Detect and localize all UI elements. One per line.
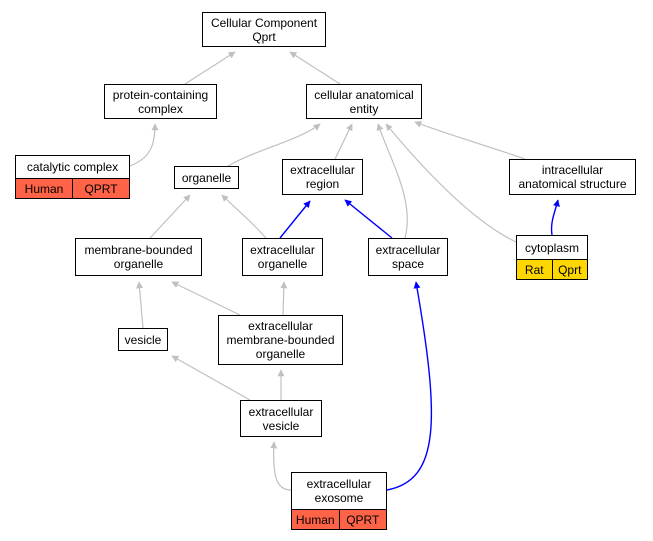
node-label: intracellular anatomical structure	[518, 163, 627, 191]
node-extracellular-space[interactable]: extracellular space	[368, 238, 448, 276]
node-protein-containing-complex[interactable]: protein-containing complex	[104, 84, 217, 119]
node-label: extracellular space	[375, 243, 441, 271]
species-tag: Human	[16, 179, 72, 198]
node-cellular-component[interactable]: Cellular Component Qprt	[202, 12, 326, 47]
edge-cellular-anatomical-entity-to-cellular-component	[289, 51, 341, 85]
node-label: organelle	[181, 170, 232, 185]
node-organelle[interactable]: organelle	[174, 166, 239, 189]
species-tag: Human	[292, 510, 339, 529]
node-extracellular-region[interactable]: extracellular region	[282, 159, 363, 195]
edge-cytoplasm-to-cellular-anatomical-entity	[385, 123, 517, 243]
gene-tag: Qprt	[551, 260, 587, 279]
node-intracellular-anatomical-structure[interactable]: intracellular anatomical structure	[509, 159, 636, 195]
node-membrane-bounded-organelle[interactable]: membrane-bounded organelle	[75, 238, 202, 276]
node-extracellular-membrane-bounded-organelle[interactable]: extracellular membrane-bounded organelle	[218, 315, 343, 365]
edge-extracellular-exosome-to-extracellular-vesicle	[270, 441, 292, 491]
edge-extracellular-exosome-to-extracellular-space	[386, 281, 433, 491]
edge-extracellular-space-to-extracellular-region	[344, 199, 393, 239]
edge-extracellular-region-to-cellular-anatomical-entity	[334, 123, 353, 160]
node-label: vesicle	[124, 332, 162, 347]
edge-cytoplasm-to-intracellular-anatomical-structure	[550, 199, 560, 236]
edge-protein-containing-complex-to-cellular-component	[184, 51, 236, 85]
edge-membrane-bounded-organelle-to-organelle	[149, 194, 191, 239]
edge-organelle-to-cellular-anatomical-entity	[227, 123, 321, 167]
edge-extracellular-membrane-bounded-organelle-to-extracellular-organelle	[280, 281, 288, 316]
node-cellular-anatomical-entity[interactable]: cellular anatomical entity	[306, 84, 422, 119]
node-extracellular-vesicle[interactable]: extracellular vesicle	[240, 400, 322, 437]
annotation-tags: Human QPRT	[292, 509, 386, 529]
node-extracellular-organelle[interactable]: extracellular organelle	[242, 238, 323, 276]
edge-intracellular-anatomical-structure-to-cellular-anatomical-entity	[414, 121, 526, 160]
annotation-tags: Rat Qprt	[517, 259, 587, 279]
node-extracellular-exosome[interactable]: extracellular exosome Human QPRT	[291, 472, 387, 530]
node-catalytic-complex[interactable]: catalytic complex Human QPRT	[15, 155, 130, 199]
node-cytoplasm[interactable]: cytoplasm Rat Qprt	[516, 235, 588, 280]
edge-extracellular-vesicle-to-vesicle	[171, 355, 251, 401]
edge-catalytic-complex-to-protein-containing-complex	[129, 123, 159, 167]
gene-tag: QPRT	[72, 179, 129, 198]
node-vesicle[interactable]: vesicle	[118, 328, 168, 351]
annotation-tags: Human QPRT	[16, 178, 129, 198]
node-label: Cellular Component Qprt	[210, 15, 318, 44]
node-label: extracellular region	[290, 163, 355, 191]
node-label: extracellular vesicle	[248, 404, 314, 433]
node-label: cytoplasm	[524, 240, 580, 255]
node-label: extracellular membrane-bounded organelle	[226, 319, 335, 361]
node-label: membrane-bounded organelle	[84, 243, 193, 271]
node-label: catalytic complex	[26, 160, 119, 174]
edge-extracellular-organelle-to-extracellular-region	[279, 200, 311, 239]
edge-extracellular-space-to-cellular-anatomical-entity	[376, 123, 408, 239]
node-label: extracellular organelle	[250, 243, 315, 271]
node-label: extracellular exosome	[306, 477, 372, 505]
edge-extracellular-organelle-to-organelle	[221, 194, 267, 239]
species-tag: Rat	[517, 260, 552, 279]
edge-extracellular-membrane-bounded-organelle-to-membrane-bounded-organelle	[171, 281, 241, 316]
edge-vesicle-to-membrane-bounded-organelle	[136, 281, 144, 329]
node-label: protein-containing complex	[112, 87, 209, 116]
gene-tag: QPRT	[338, 510, 386, 529]
node-label: cellular anatomical entity	[314, 87, 414, 116]
